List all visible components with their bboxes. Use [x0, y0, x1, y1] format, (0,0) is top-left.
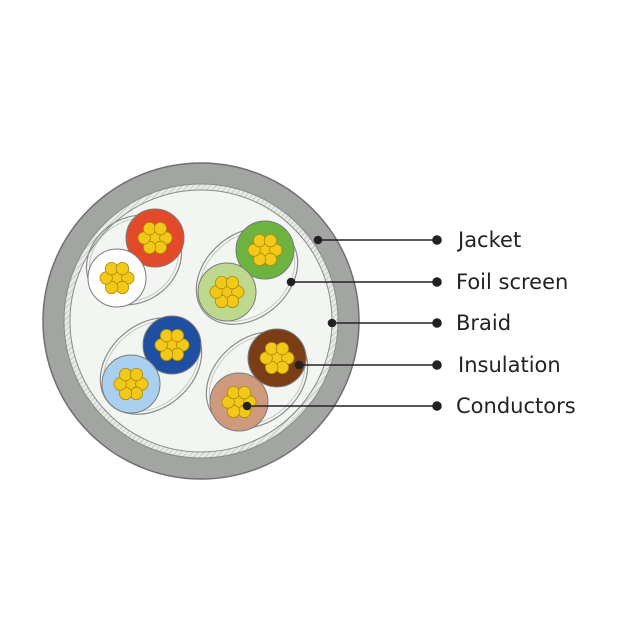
conductor-strand	[129, 368, 144, 382]
label-insulation: Insulation	[458, 353, 561, 377]
leader-lines	[242, 235, 442, 411]
leader-insulation-start-dot	[294, 360, 304, 370]
conductor-strand	[115, 262, 130, 276]
leader-conductors-end-dot	[432, 401, 442, 411]
label-conductors: Conductors	[456, 394, 576, 418]
leader-braid-end-dot	[432, 318, 442, 328]
leader-foil-start-dot	[286, 277, 296, 287]
label-braid: Braid	[456, 311, 512, 335]
leader-foil-end-dot	[432, 277, 442, 287]
leader-jacket-start-dot	[313, 235, 323, 245]
conductor-strand	[275, 342, 290, 356]
conductor-strand	[225, 276, 240, 290]
wires	[87, 208, 307, 432]
conductor-strand	[170, 329, 185, 343]
label-foil-screen: Foil screen	[456, 270, 569, 294]
conductor-strand	[237, 386, 252, 400]
conductor-strand	[153, 222, 168, 236]
leader-jacket-end-dot	[432, 235, 442, 245]
leader-insulation-end-dot	[432, 360, 442, 370]
leader-conductors-start-dot	[242, 401, 252, 411]
label-jacket: Jacket	[458, 228, 522, 252]
leader-braid-start-dot	[327, 318, 337, 328]
conductor-strand	[263, 234, 278, 248]
